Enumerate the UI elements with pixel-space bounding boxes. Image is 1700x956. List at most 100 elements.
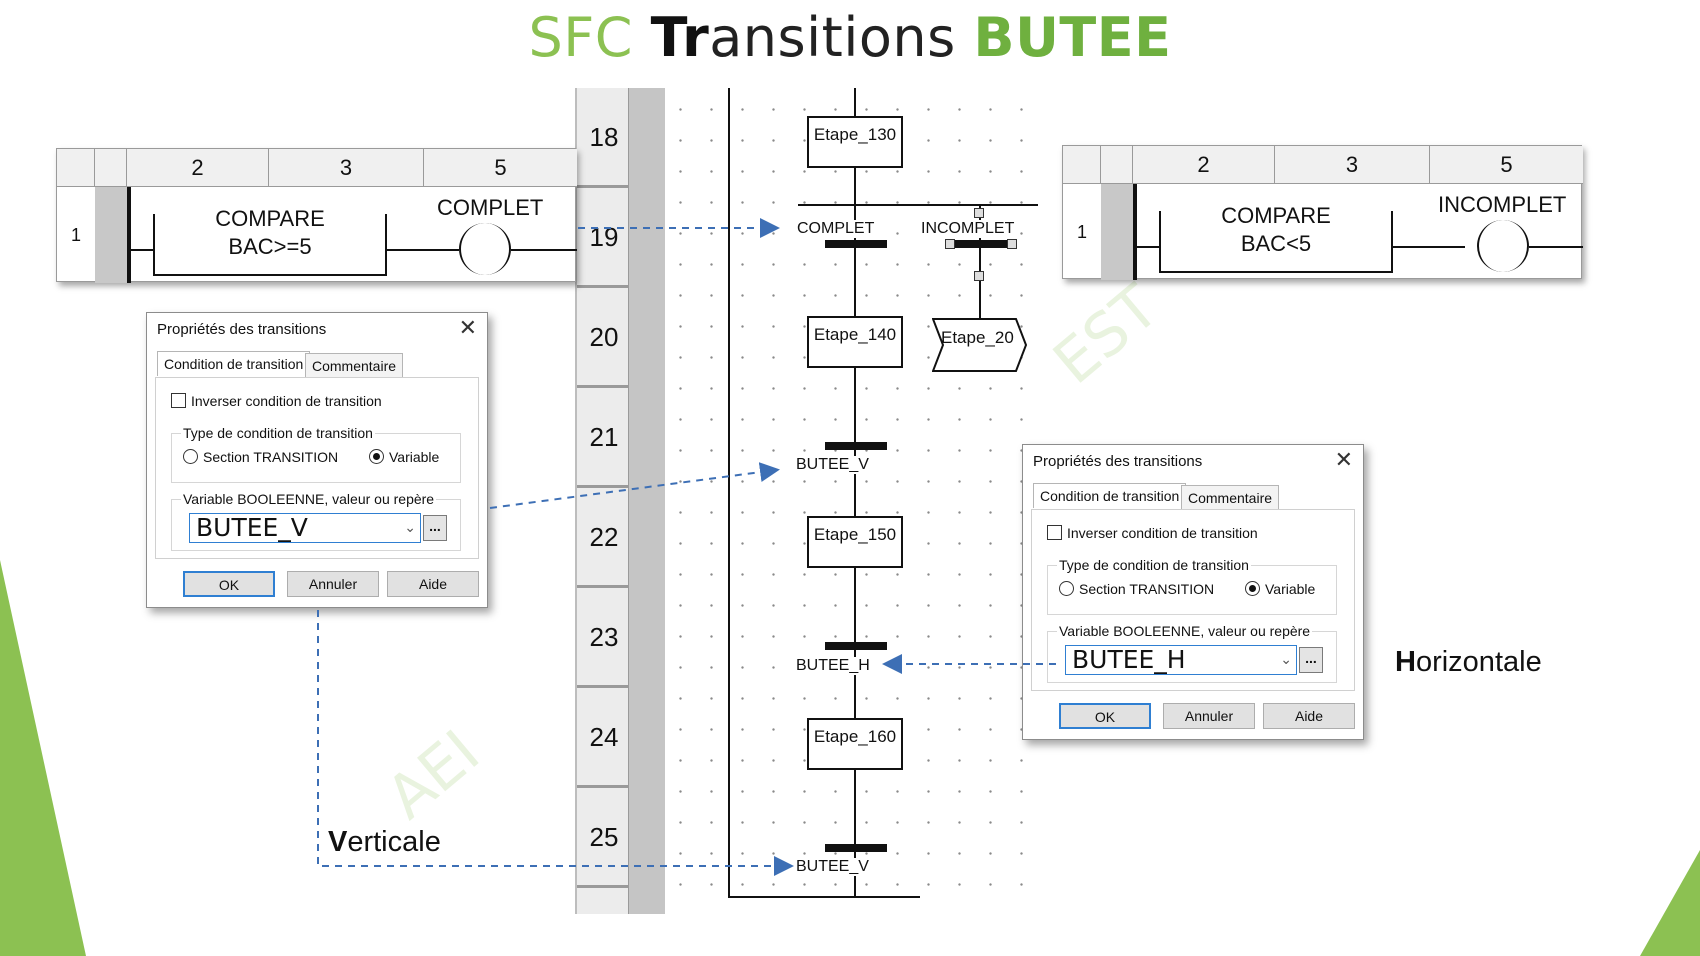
- variable-combobox[interactable]: BUTEE_H ⌄: [1065, 645, 1297, 675]
- watermark-left: AEI: [373, 717, 493, 833]
- browse-button[interactable]: ...: [1299, 647, 1323, 673]
- compare-block[interactable]: [1159, 211, 1393, 273]
- annotation-verticale-rest: erticale: [347, 826, 441, 858]
- rung-number: 25: [577, 788, 631, 888]
- step-etape-130[interactable]: Etape_130: [807, 116, 903, 168]
- invert-checkbox[interactable]: [1047, 525, 1062, 540]
- title-ansitions: ansitions: [709, 6, 974, 69]
- gray-column: [95, 187, 127, 283]
- branch-line: [979, 204, 981, 324]
- compare-label: COMPARE BAC>=5: [153, 205, 387, 261]
- coil-label: INCOMPLET: [1438, 192, 1567, 217]
- transition-butee-h[interactable]: [825, 642, 887, 650]
- step-etape-160[interactable]: Etape_160: [807, 718, 903, 770]
- coil-left-paren[interactable]: [459, 223, 485, 275]
- transition-complet[interactable]: [825, 240, 887, 248]
- annotation-verticale: Verticale: [328, 826, 441, 859]
- tab-comment[interactable]: Commentaire: [305, 353, 404, 378]
- column-header: 2: [1133, 146, 1275, 184]
- rung-number-column: 18 19 20 21 22 23 24 25: [575, 88, 665, 914]
- rung-wire: [1137, 246, 1159, 248]
- column-header: 5: [424, 149, 577, 187]
- transition-butee-v-2[interactable]: [825, 844, 887, 852]
- rung-number: 22: [577, 488, 631, 588]
- transition-label-butee-h: BUTEE_H: [796, 657, 870, 675]
- variable-group-label: Variable BOOLEENNE, valeur ou repère: [1057, 623, 1313, 639]
- jump-etape-20[interactable]: [932, 318, 1028, 372]
- chevron-down-icon[interactable]: ⌄: [404, 520, 416, 536]
- return-line-bottom: [728, 896, 920, 898]
- step-etape-150[interactable]: Etape_150: [807, 516, 903, 568]
- green-triangle-left: [0, 560, 86, 956]
- cancel-button[interactable]: Annuler: [287, 571, 379, 597]
- transition-handle[interactable]: [945, 239, 955, 249]
- radio-variable[interactable]: [369, 449, 384, 464]
- coil-right-paren[interactable]: [485, 223, 511, 275]
- ladder-panel-complet: 2 3 5 1 COMPARE BAC>=5 COMPLET: [56, 148, 577, 283]
- cancel-button[interactable]: Annuler: [1163, 703, 1255, 729]
- ok-button[interactable]: OK: [183, 571, 275, 597]
- gray-header-cell: [1101, 146, 1133, 184]
- transition-handle[interactable]: [1007, 239, 1017, 249]
- tab-comment[interactable]: Commentaire: [1181, 485, 1280, 510]
- tab-condition[interactable]: Condition de transition: [157, 351, 311, 376]
- column-header: 2: [127, 149, 269, 187]
- rung-number: 23: [577, 588, 631, 688]
- variable-combobox[interactable]: BUTEE_V ⌄: [189, 513, 421, 543]
- column-header: 5: [1430, 146, 1583, 184]
- compare-line-2: BAC<5: [1240, 231, 1312, 256]
- rung-wire: [131, 249, 153, 251]
- tab-condition[interactable]: Condition de transition: [1033, 483, 1187, 508]
- coil-label: COMPLET: [437, 195, 544, 220]
- close-icon[interactable]: ✕: [1334, 447, 1353, 472]
- invert-checkbox[interactable]: [171, 393, 186, 408]
- radio-section-transition[interactable]: [1059, 581, 1074, 596]
- ok-button[interactable]: OK: [1059, 703, 1151, 729]
- coil-right-paren[interactable]: [1503, 220, 1529, 272]
- type-group-label: Type de condition de transition: [1057, 557, 1251, 573]
- step-etape-140[interactable]: Etape_140: [807, 316, 903, 368]
- rung-wire: [387, 249, 459, 251]
- dialog-title: Propriétés des transitions: [157, 321, 327, 338]
- radio-section-label: Section TRANSITION: [1079, 581, 1215, 597]
- green-triangle-right: [1640, 850, 1700, 956]
- corner-cell: [57, 149, 95, 187]
- column-header: 3: [1275, 146, 1430, 184]
- transition-butee-v-1[interactable]: [825, 442, 887, 450]
- transition-properties-dialog-horizontal: Propriétés des transitions ✕ Condition d…: [1022, 444, 1364, 740]
- browse-button[interactable]: ...: [423, 515, 447, 541]
- compare-block[interactable]: [153, 214, 387, 276]
- ladder-panel-incomplet: 2 3 5 1 COMPARE BAC<5 INCOMPLET: [1062, 145, 1583, 280]
- chevron-down-icon[interactable]: ⌄: [1280, 652, 1292, 668]
- radio-section-label: Section TRANSITION: [203, 449, 339, 465]
- annotation-horizontale-rest: orizontale: [1415, 646, 1542, 678]
- watermark-right: EST: [1040, 271, 1172, 399]
- gray-band: [629, 88, 665, 914]
- transition-incomplet[interactable]: [950, 240, 1012, 248]
- variable-group-label: Variable BOOLEENNE, valeur ou repère: [181, 491, 437, 507]
- compare-label: COMPARE BAC<5: [1159, 202, 1393, 258]
- help-button[interactable]: Aide: [1263, 703, 1355, 729]
- left-power-rail: [1133, 184, 1137, 280]
- annotation-horizontale: Horizontale: [1395, 646, 1542, 679]
- row-header: 1: [70, 225, 81, 245]
- jump-label: Etape_20: [941, 328, 1014, 347]
- branch-node[interactable]: [974, 271, 984, 281]
- rung-number: 24: [577, 688, 631, 788]
- radio-section-transition[interactable]: [183, 449, 198, 464]
- sfc-diagram: Etape_130 COMPLET INCOMPLET Etape_140 Et…: [665, 88, 1050, 908]
- divergence-line: [798, 204, 1038, 206]
- gray-header-cell: [95, 149, 127, 187]
- invert-label: Inverser condition de transition: [1067, 525, 1258, 541]
- transition-label-butee-v: BUTEE_V: [796, 456, 869, 474]
- title-butee: BUTEE: [973, 6, 1172, 69]
- coil-left-paren[interactable]: [1477, 220, 1503, 272]
- rung-wire: [511, 249, 577, 251]
- radio-variable[interactable]: [1245, 581, 1260, 596]
- branch-node[interactable]: [974, 208, 984, 218]
- type-group-label: Type de condition de transition: [181, 425, 375, 441]
- close-icon[interactable]: ✕: [458, 315, 477, 340]
- help-button[interactable]: Aide: [387, 571, 479, 597]
- annotation-horizontale-initial: H: [1395, 646, 1416, 678]
- invert-label: Inverser condition de transition: [191, 393, 382, 409]
